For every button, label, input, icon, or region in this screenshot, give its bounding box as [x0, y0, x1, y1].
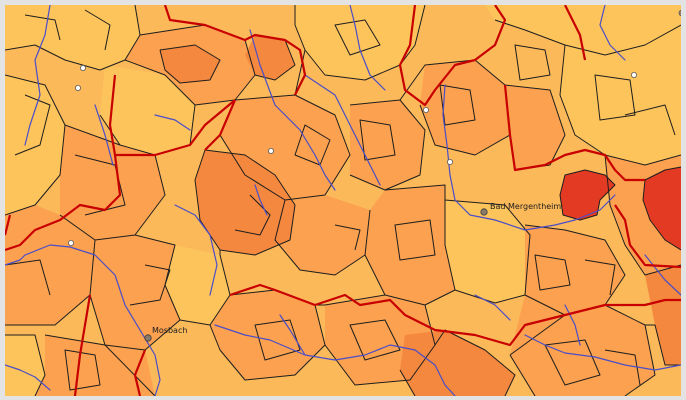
- region-dark-orange: [400, 330, 515, 396]
- region-light: [5, 75, 65, 215]
- region-orange: [525, 225, 625, 315]
- region-light: [100, 65, 195, 155]
- town-marker-mosbach[interactable]: [144, 334, 152, 342]
- towns: Bad Mergentheim Mosbach: [68, 9, 681, 342]
- region-orange: [275, 195, 370, 275]
- region-orange: [505, 85, 565, 170]
- region-light: [5, 5, 140, 70]
- district-borders: [5, 5, 681, 396]
- region-red: [643, 167, 681, 250]
- town-marker[interactable]: [267, 147, 274, 154]
- town-label-mosbach: Mosbach: [152, 326, 187, 335]
- region-orange: [90, 235, 180, 350]
- region-light: [5, 335, 45, 396]
- region-light: [445, 200, 530, 303]
- region-light: [485, 5, 681, 55]
- town-marker[interactable]: [678, 9, 681, 17]
- town-marker[interactable]: [422, 107, 429, 114]
- region-light: [295, 5, 425, 80]
- region-dark-orange: [245, 35, 295, 80]
- region-orange: [365, 185, 455, 305]
- town-marker[interactable]: [80, 65, 87, 72]
- region-orange: [210, 290, 325, 380]
- town-label-bad-mergentheim: Bad Mergentheim: [490, 202, 561, 211]
- region-red: [560, 170, 615, 220]
- rivers: [5, 5, 681, 396]
- region-light: [165, 245, 230, 325]
- town-marker-bad-mergentheim[interactable]: [480, 208, 488, 216]
- town-marker[interactable]: [631, 72, 638, 79]
- municipality-borders: [5, 5, 681, 396]
- choropleth-map[interactable]: Bad Mergentheim Mosbach: [5, 5, 681, 396]
- town-marker[interactable]: [68, 239, 75, 246]
- region-fills: [5, 5, 681, 396]
- region-light: [560, 25, 681, 165]
- town-marker[interactable]: [446, 158, 453, 165]
- region-dark-orange: [645, 265, 681, 365]
- region-orange: [350, 100, 425, 190]
- region-dark-orange: [195, 150, 295, 255]
- region-dark-orange: [160, 45, 220, 83]
- region-orange: [5, 205, 95, 325]
- town-marker[interactable]: [75, 85, 82, 92]
- region-orange: [420, 60, 510, 155]
- region-orange: [60, 125, 165, 240]
